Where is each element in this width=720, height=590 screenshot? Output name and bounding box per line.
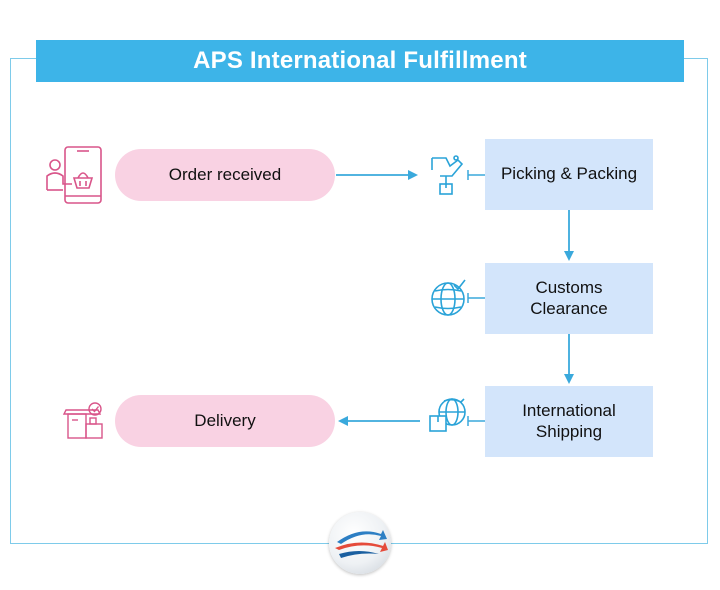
mobile-order-icon <box>46 146 102 204</box>
step-international-shipping: International Shipping <box>485 386 653 457</box>
icon-connector-shipping <box>467 416 485 426</box>
logo-swoosh-icon <box>335 530 388 558</box>
delivery-boxes-icon <box>62 402 103 439</box>
icon-connector-picking <box>467 170 485 180</box>
icon-connector-customs <box>467 293 485 303</box>
diagram-title: APS International Fulfillment <box>36 40 684 82</box>
globe-package-icon <box>429 398 466 432</box>
step-delivery: Delivery <box>115 395 335 447</box>
hand-package-icon <box>431 155 464 195</box>
company-logo <box>329 512 391 574</box>
step-order-received: Order received <box>115 149 335 201</box>
step-picking-packing: Picking & Packing <box>485 139 653 210</box>
step-customs-clearance: Customs Clearance <box>485 263 653 334</box>
globe-check-icon <box>431 279 466 316</box>
